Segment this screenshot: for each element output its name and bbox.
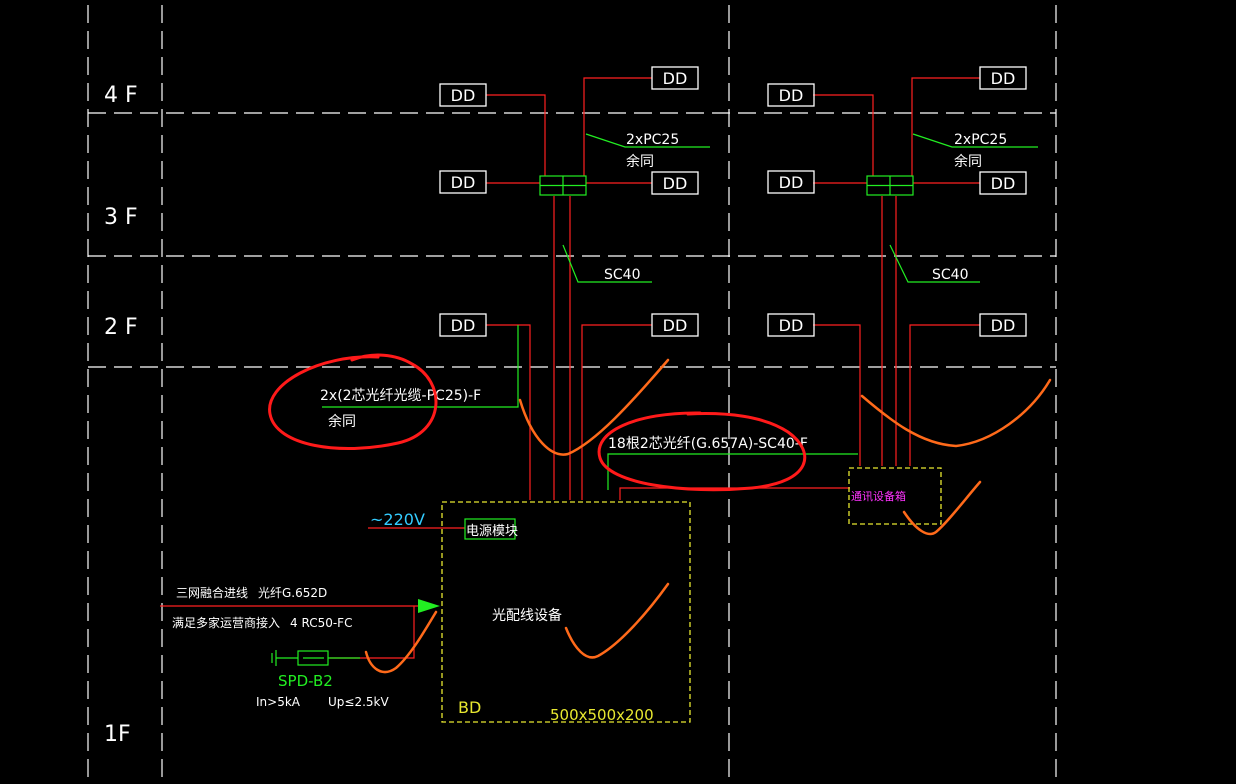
dd-box [651, 171, 699, 195]
annotation-check [564, 582, 670, 659]
dd-box [651, 66, 699, 90]
annotation-check [902, 480, 982, 536]
power-voltage: ~220V [370, 510, 425, 529]
annotation-check [518, 358, 670, 456]
incoming-line2-a: 满足多家运营商接入 [172, 615, 280, 630]
comm-box [848, 467, 942, 525]
dd-box [979, 313, 1027, 337]
dd-box [439, 170, 487, 194]
trunk-cable-spec: 18根2芯光纤(G.657A)-SC40-F [608, 436, 808, 452]
bd-size: 500x500x200 [550, 706, 654, 724]
dd-label: DD [663, 69, 688, 88]
incoming-line2-b: 4 RC50-FC [290, 616, 352, 630]
riser-right-cable-a-note: 余同 [954, 153, 982, 170]
comm-box-label: 通讯设备箱 [851, 489, 906, 503]
equipment-boxes [441, 467, 942, 723]
dd-label: DD [991, 174, 1016, 193]
spd-up-rating: Up≤2.5kV [328, 695, 389, 709]
branch-cable-note: 余同 [328, 413, 356, 430]
dd-label: DD [451, 316, 476, 335]
dd-box [439, 313, 487, 337]
power-module-label: 电源模块 [466, 524, 518, 539]
annotation-check [364, 610, 438, 674]
dd-label: DD [779, 173, 804, 192]
floor-label-3f: 3 F [104, 205, 138, 230]
spd-in-rating: In>5kA [256, 695, 301, 709]
dd-box [979, 171, 1027, 195]
dd-label: DD [663, 316, 688, 335]
incoming-line1-a: 三网融合进线 [176, 585, 248, 600]
dd-box [767, 83, 815, 107]
dd-label: DD [779, 316, 804, 335]
riser-left-cable-a: 2xPC25 [626, 132, 679, 148]
bd-box [441, 501, 691, 723]
incoming-line1-b: 光纤G.652D [258, 586, 327, 600]
red-wiring [160, 77, 980, 659]
dd-box [979, 66, 1027, 90]
dd-boxes [439, 66, 1027, 337]
annotation-check [860, 378, 1052, 448]
incoming-arrow [418, 599, 440, 613]
green-wiring [271, 133, 1038, 666]
floor-lines [88, 112, 1056, 368]
floor-label-1f: 1F [104, 722, 131, 747]
riser-left-cable-a-note: 余同 [626, 153, 654, 170]
dd-label: DD [451, 173, 476, 192]
annotation-circle [597, 411, 807, 492]
dd-label: DD [991, 69, 1016, 88]
annotation-circle [268, 353, 438, 450]
markup-annotations [268, 353, 1052, 674]
dd-label: DD [779, 86, 804, 105]
bd-name: BD [458, 698, 481, 717]
branch-cable-spec: 2x(2芯光纤光缆-PC25)-F [320, 388, 481, 404]
floor-label-4f: 4 F [104, 83, 138, 108]
riser-left-cable-b: SC40 [604, 267, 640, 283]
dd-label: DD [663, 174, 688, 193]
riser-right-cable-b: SC40 [932, 267, 968, 283]
dd-label: DD [451, 86, 476, 105]
spd-label: SPD-B2 [278, 672, 333, 690]
grid-verticals [87, 5, 1057, 784]
bd-equipment-label: 光配线设备 [492, 607, 562, 624]
dd-box [767, 313, 815, 337]
dd-label: DD [991, 316, 1016, 335]
dd-box [651, 313, 699, 337]
dd-box [767, 170, 815, 194]
dd-box [439, 83, 487, 107]
riser-right-cable-a: 2xPC25 [954, 132, 1007, 148]
floor-label-2f: 2 F [104, 315, 138, 340]
